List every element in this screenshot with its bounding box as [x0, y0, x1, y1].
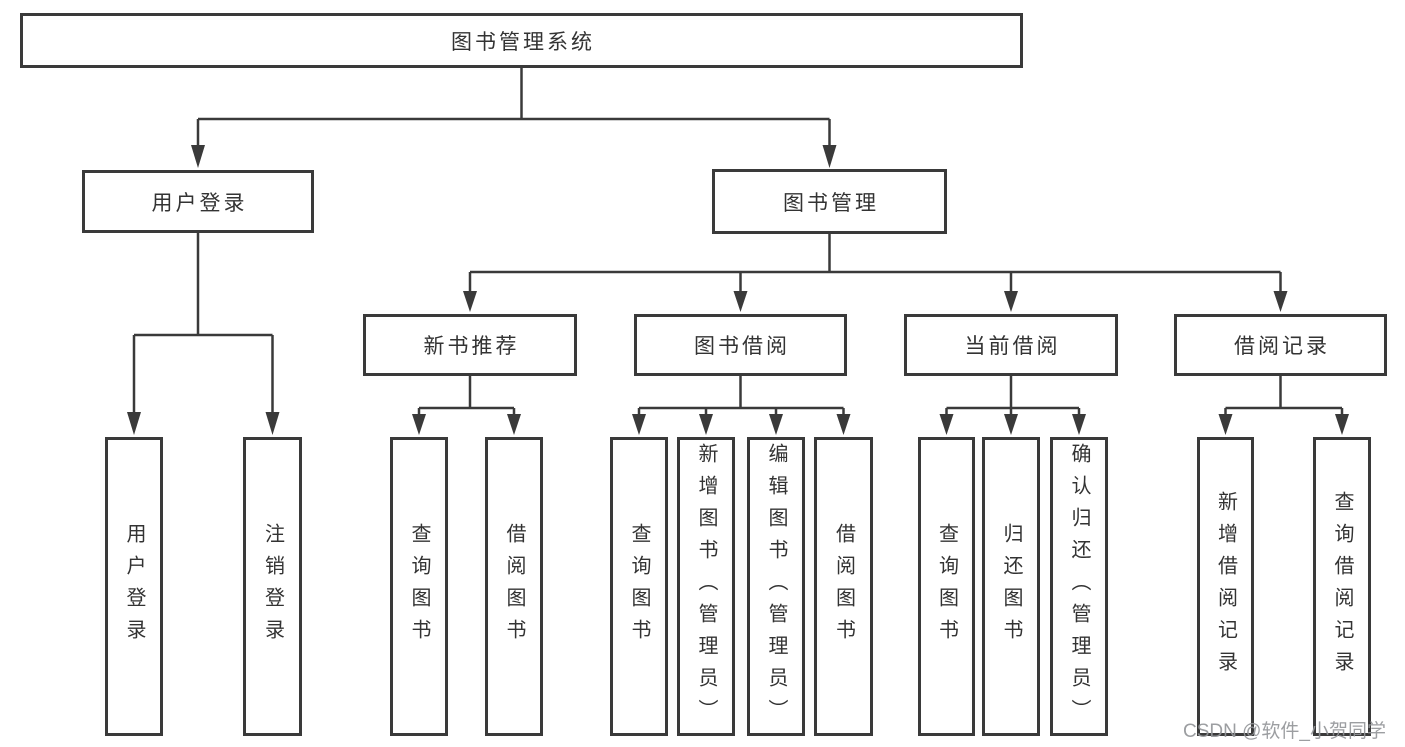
node-label: 借阅记录	[1234, 335, 1330, 358]
node-label: 新书推荐	[423, 335, 520, 358]
node-book-borrow: 图书借阅	[634, 314, 847, 376]
connector-book-management-children	[463, 233, 1288, 312]
leaf-borrow-books: 借阅图书	[814, 437, 873, 736]
leaf-logout: 注销登录	[243, 437, 302, 736]
node-label: 当前借阅	[964, 335, 1061, 358]
leaf-borrow-books-recommend: 借阅图书	[485, 437, 543, 736]
node-label: 图书借阅	[694, 335, 790, 358]
csdn-watermark: CSDN @软件_小贺同学	[1183, 721, 1386, 742]
node-label: 新增图书（管理员）	[695, 442, 717, 731]
node-borrow-records: 借阅记录	[1174, 314, 1387, 376]
leaf-add-book-admin: 新增图书（管理员）	[677, 437, 735, 736]
node-label: 借阅图书	[832, 522, 855, 651]
node-new-book-recommend: 新书推荐	[363, 314, 577, 376]
connector-book-borrow-children	[632, 375, 851, 435]
leaf-edit-book-admin: 编辑图书（管理员）	[747, 437, 805, 736]
connector-user-login-children	[127, 232, 280, 435]
connector-borrow-records-children	[1218, 375, 1349, 435]
node-label: 编辑图书（管理员）	[765, 442, 787, 731]
node-user-login: 用户登录	[82, 170, 314, 233]
node-library-management-system: 图书管理系统	[20, 13, 1023, 68]
node-label: 确认归还（管理员）	[1068, 442, 1090, 731]
node-label: 图书管理系统	[451, 30, 595, 54]
leaf-confirm-return-admin: 确认归还（管理员）	[1050, 437, 1108, 736]
node-label: 用户登录	[123, 522, 145, 651]
connector-root-to-level2	[191, 68, 837, 168]
node-label: 归还图书	[1000, 522, 1022, 651]
node-label: 借阅图书	[503, 522, 525, 651]
node-current-borrow: 当前借阅	[904, 314, 1118, 376]
node-label: 图书管理	[783, 191, 879, 215]
node-book-management: 图书管理	[712, 169, 947, 234]
leaf-query-books-recommend: 查询图书	[390, 437, 448, 736]
leaf-user-login: 用户登录	[105, 437, 163, 736]
node-label: 用户登录	[151, 191, 248, 215]
node-label: 新增借阅记录	[1214, 490, 1237, 683]
node-label: 查询图书	[408, 522, 430, 651]
node-label: 查询图书	[628, 522, 650, 651]
node-label: 查询借阅记录	[1331, 490, 1353, 683]
leaf-query-books-current: 查询图书	[918, 437, 975, 736]
connector-new-book-recommend-children	[412, 375, 521, 435]
node-label: 注销登录	[261, 522, 284, 651]
connector-current-borrow-children	[939, 375, 1086, 435]
leaf-add-borrow-record: 新增借阅记录	[1197, 437, 1254, 736]
leaf-query-borrow-record: 查询借阅记录	[1313, 437, 1371, 736]
node-label: 查询图书	[935, 522, 958, 651]
leaf-query-books-borrow: 查询图书	[610, 437, 668, 736]
leaf-return-books: 归还图书	[982, 437, 1040, 736]
